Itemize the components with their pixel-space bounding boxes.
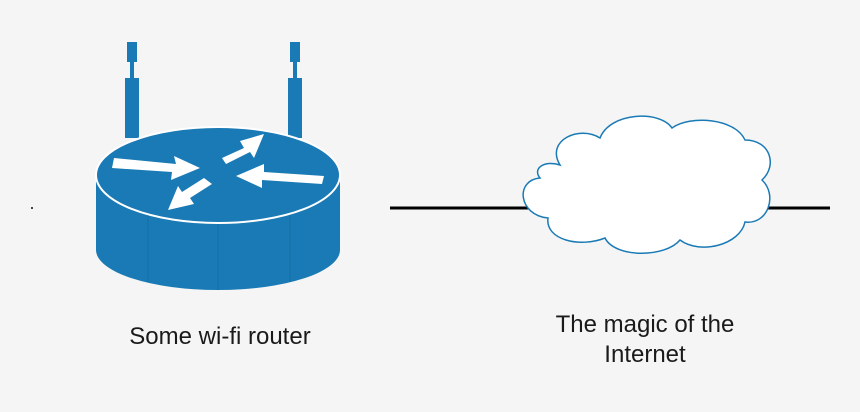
cloud-label-line1: The magic of the bbox=[555, 311, 735, 338]
stray-dot bbox=[31, 207, 33, 209]
antenna-left bbox=[125, 42, 139, 138]
cloud-label: The magic of the Internet bbox=[500, 310, 790, 370]
cloud-label-line2: Internet bbox=[604, 341, 686, 368]
cloud-icon bbox=[522, 115, 772, 254]
router-icon bbox=[95, 42, 341, 290]
router-top bbox=[95, 126, 341, 224]
router-label: Some wi-fi router bbox=[129, 323, 311, 350]
cloud-shape bbox=[522, 115, 772, 254]
router-arrows-icon bbox=[112, 134, 324, 210]
antenna-right bbox=[288, 42, 302, 138]
